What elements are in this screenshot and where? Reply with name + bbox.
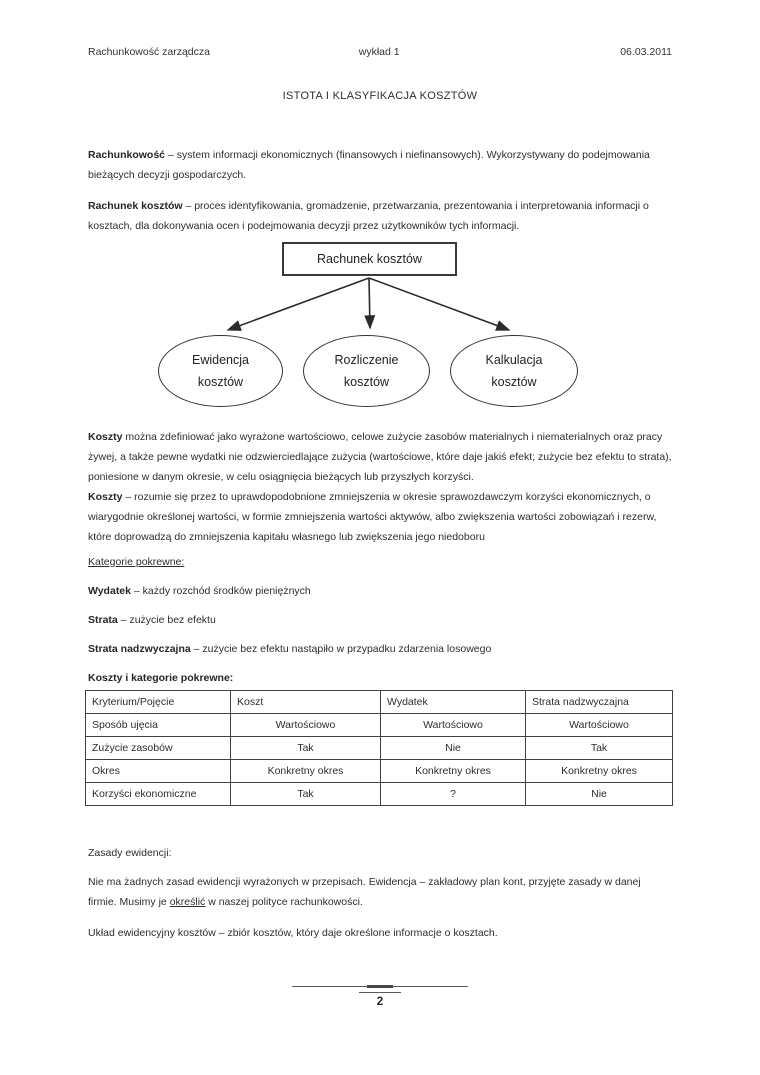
table-cell: Wartościowo [230, 713, 381, 737]
paragraph-text: w naszej polityce rachunkowości. [205, 896, 363, 908]
table-cell: Nie [525, 782, 673, 806]
paragraph-rachunek-kosztow-definition: Rachunek kosztów – proces identyfikowani… [88, 196, 672, 236]
paragraph-strata-definition: Strata – zużycie bez efektu [88, 610, 672, 630]
document-body: Rachunkowość – system informacji ekonomi… [85, 145, 673, 943]
table-cell: Okres [85, 759, 231, 783]
header-lecture-label: wykład 1 [358, 46, 400, 58]
paragraph-strata-nadzwyczajna-definition: Strata nadzwyczajna – zużycie bez efektu… [88, 639, 672, 659]
table-cell: Konkretny okres [380, 759, 526, 783]
table-header-cell: Wydatek [380, 690, 526, 714]
term-koszty: Koszty [88, 431, 123, 443]
paragraph-zasady-ewidencji: Nie ma żadnych zasad ewidencji wyrażonyc… [88, 872, 672, 912]
diagram-root-node: Rachunek kosztów [282, 242, 457, 276]
table-cell: Tak [230, 782, 381, 806]
paragraph-uklad-ewidencyjny: Układ ewidencyjny kosztów – zbiór kosztó… [88, 923, 672, 943]
term-rachunkowosc: Rachunkowość [88, 149, 166, 161]
paragraph-text: Układ ewidencyjny kosztów – zbiór kosztó… [88, 927, 498, 939]
diagram-node-label: Kalkulacja kosztów [485, 353, 543, 389]
table-cell: Nie [380, 736, 526, 760]
footer-rule-long [292, 985, 468, 988]
table-row: Korzyści ekonomiczne Tak ? Nie [85, 782, 673, 806]
table-cell: Wartościowo [525, 713, 673, 737]
table-row: Sposób ujęcia Wartościowo Wartościowo Wa… [85, 713, 673, 737]
term-rachunek-kosztow: Rachunek kosztów [88, 200, 183, 212]
footer-rule-short [359, 992, 401, 993]
paragraph-wydatek-definition: Wydatek – każdy rozchód środków pieniężn… [88, 581, 672, 601]
cost-accounting-diagram: Rachunek kosztów Ewidencja kosztów Rozli… [88, 242, 672, 407]
table-cell: ? [380, 782, 526, 806]
table-cell: Zużycie zasobów [85, 736, 231, 760]
paragraph-text: – system informacji ekonomicznych (finan… [88, 149, 650, 181]
page-number: 2 [376, 994, 384, 1008]
table-header-cell: Kryterium/Pojęcie [85, 690, 231, 714]
paragraph-text: – proces identyfikowania, gromadzenie, p… [88, 200, 649, 232]
heading-kategorie-pokrewne: Kategorie pokrewne: [88, 552, 672, 572]
table-cell: Konkretny okres [525, 759, 673, 783]
paragraph-koszty-definition-2: Koszty – rozumie się przez to uprawdopod… [88, 487, 672, 547]
header-date: 06.03.2011 [620, 46, 672, 58]
table-cell: Tak [230, 736, 381, 760]
document-title: ISTOTA I KLASYFIKACJA KOSZTÓW [282, 90, 478, 102]
table-row: Zużycie zasobów Tak Nie Tak [85, 736, 673, 760]
underlined-heading-text: Kategorie pokrewne: [88, 556, 185, 568]
paragraph-text: – każdy rozchód środków pieniężnych [131, 585, 311, 597]
paragraph-rachunkowosc-definition: Rachunkowość – system informacji ekonomi… [88, 145, 672, 185]
table-cell: Korzyści ekonomiczne [85, 782, 231, 806]
paragraph-text: – zużycie bez efektu [117, 614, 216, 626]
bold-heading-text: Koszty i kategorie pokrewne: [88, 672, 234, 684]
diagram-node-label: Rozliczenie kosztów [334, 353, 399, 389]
heading-text: Zasady ewidencji: [88, 847, 172, 859]
underlined-word: określić [169, 896, 206, 908]
diagram-node-rozliczenie-kosztow: Rozliczenie kosztów [303, 335, 430, 407]
table-header-row: Kryterium/Pojęcie Koszt Wydatek Strata n… [85, 690, 673, 714]
header-course-name: Rachunkowość zarządcza [88, 46, 210, 58]
footer-rule-thick [367, 985, 393, 988]
paragraph-text: – zużycie bez efektu nastąpiło w przypad… [190, 643, 492, 655]
table-header-cell: Koszt [230, 690, 381, 714]
table-cell: Sposób ujęcia [85, 713, 231, 737]
table-cell: Konkretny okres [230, 759, 381, 783]
diagram-node-label: Ewidencja kosztów [192, 353, 249, 389]
term-strata: Strata [88, 614, 118, 626]
heading-koszty-i-kategorie: Koszty i kategorie pokrewne: [88, 668, 672, 688]
diagram-root-label: Rachunek kosztów [317, 252, 422, 266]
term-koszty: Koszty [88, 491, 123, 503]
paragraph-koszty-definition-1: Koszty można zdefiniować jako wyrażone w… [88, 427, 672, 487]
paragraph-text: – rozumie się przez to uprawdopodobnione… [88, 491, 657, 543]
page-footer: 2 [0, 985, 760, 1008]
paragraph-text: Nie ma żadnych zasad ewidencji wyrażonyc… [88, 876, 641, 908]
term-strata-nadzwyczajna: Strata nadzwyczajna [88, 643, 191, 655]
heading-zasady-ewidencji: Zasady ewidencji: [88, 843, 672, 863]
table-header-cell: Strata nadzwyczajna [525, 690, 673, 714]
diagram-node-kalkulacja-kosztow: Kalkulacja kosztów [450, 335, 578, 407]
diagram-arrows [226, 277, 511, 331]
table-row: Okres Konkretny okres Konkretny okres Ko… [85, 759, 673, 783]
diagram-node-ewidencja-kosztow: Ewidencja kosztów [158, 335, 283, 407]
paragraph-text: można zdefiniować jako wyrażone wartości… [88, 431, 672, 483]
table-cell: Wartościowo [380, 713, 526, 737]
term-wydatek: Wydatek [88, 585, 131, 597]
table-cell: Tak [525, 736, 673, 760]
costs-comparison-table: Kryterium/Pojęcie Koszt Wydatek Strata n… [85, 690, 673, 806]
